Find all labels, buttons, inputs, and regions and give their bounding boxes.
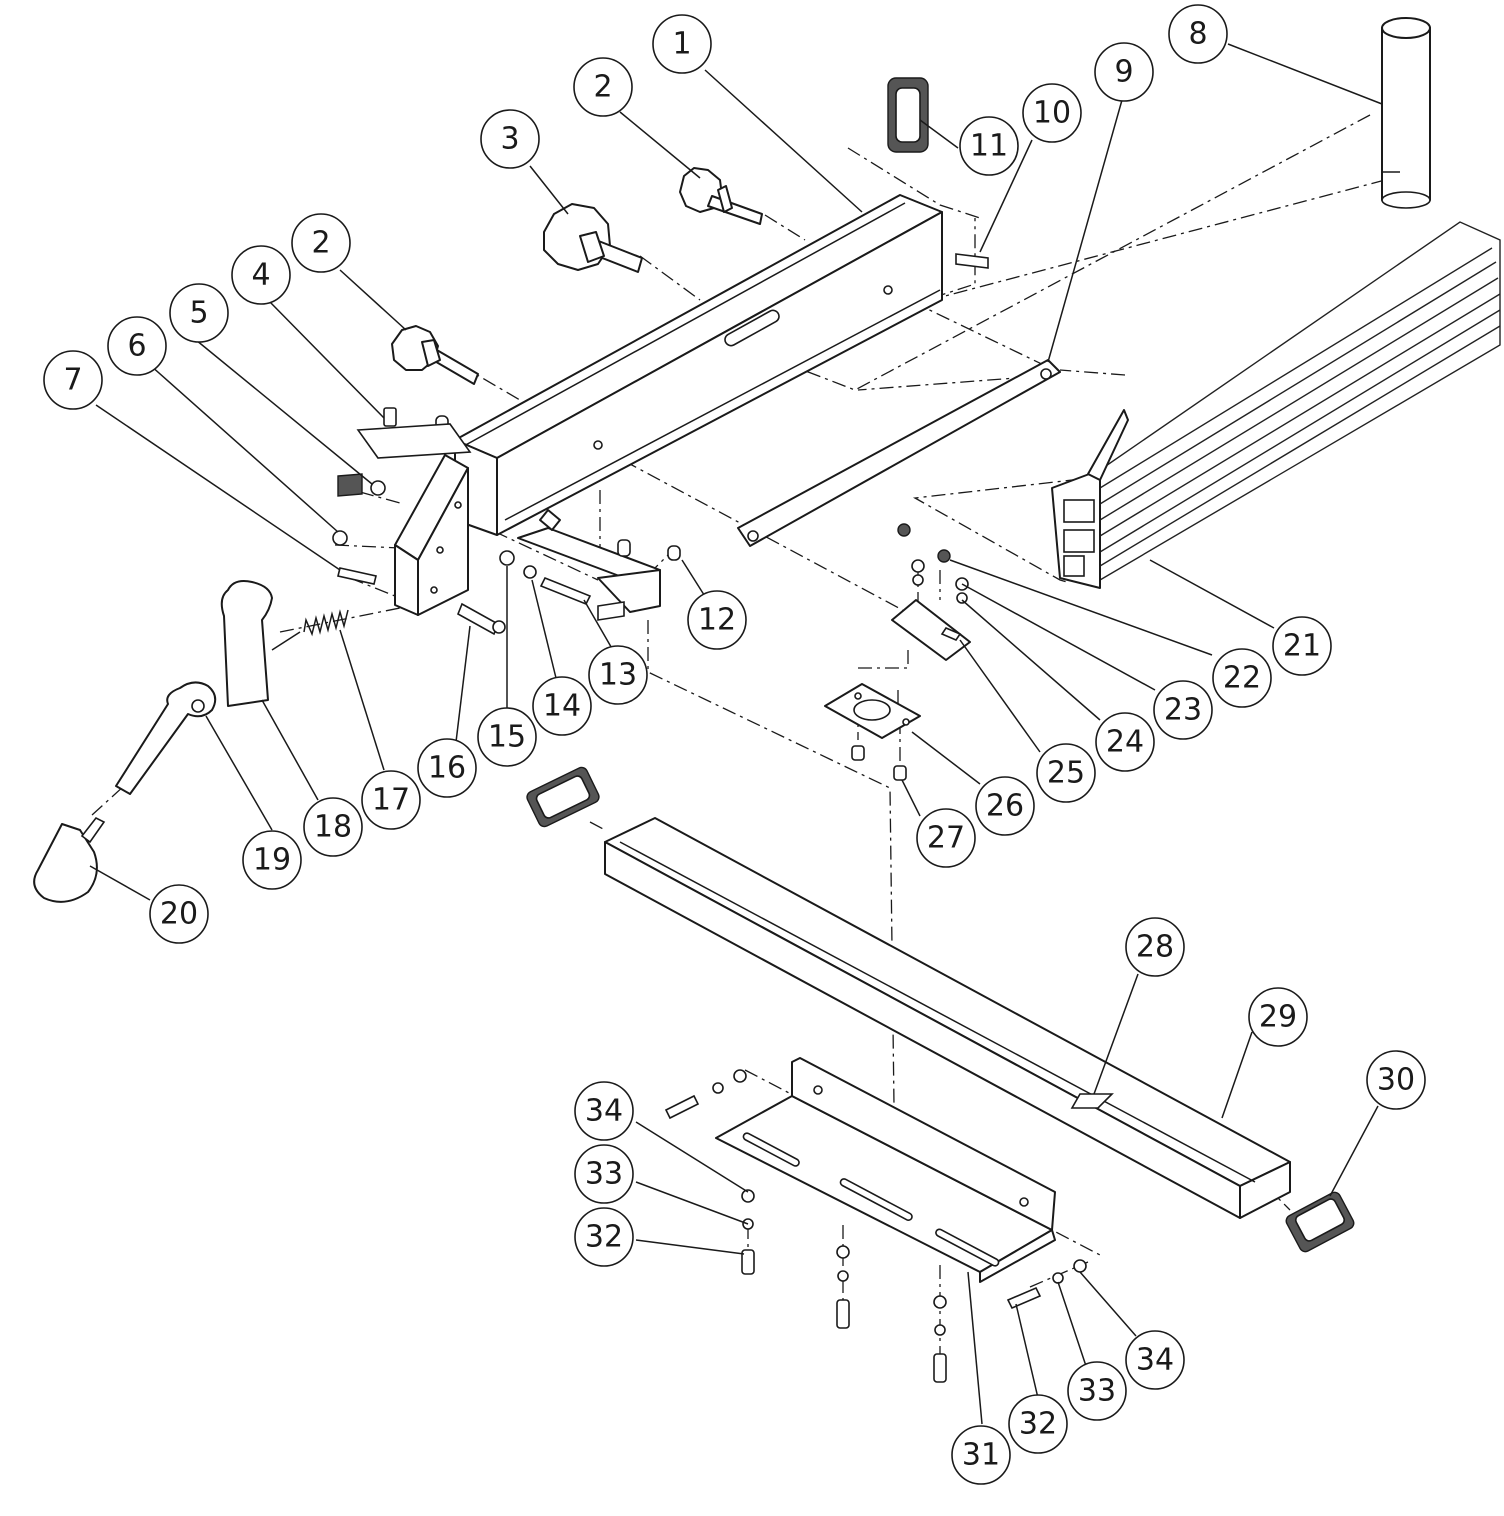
callout-25: 25 <box>1036 743 1096 803</box>
lower-rail-part-29 <box>604 817 1291 1219</box>
lock-knob-part-2-lower <box>391 325 479 385</box>
callout-13: 13 <box>588 645 648 705</box>
post-part-8 <box>1381 17 1431 209</box>
callout-30: 30 <box>1366 1050 1426 1110</box>
callout-label: 26 <box>986 789 1024 824</box>
callout-16: 16 <box>417 738 477 798</box>
callout-label: 20 <box>160 897 198 932</box>
end-cap-part-11 <box>887 77 929 153</box>
angle-bracket-part-31 <box>715 1057 1056 1283</box>
end-cap-near <box>526 766 600 828</box>
callout-label: 32 <box>585 1220 623 1255</box>
callout-label: 12 <box>698 603 736 638</box>
callout-label: 4 <box>251 258 270 293</box>
small-hardware-4-7 <box>332 407 472 585</box>
callout-label: 28 <box>1136 930 1174 965</box>
callout-label: 2 <box>593 70 612 105</box>
callout-label: 33 <box>1078 1374 1116 1409</box>
fence-body-part-1 <box>454 194 943 536</box>
callout-label: 3 <box>500 122 519 157</box>
callout-15: 15 <box>477 707 537 767</box>
callout-26: 26 <box>975 776 1035 836</box>
callout-8: 8 <box>1168 4 1228 64</box>
callout-18: 18 <box>303 797 363 857</box>
callout-label: 19 <box>253 843 291 878</box>
callout-28: 28 <box>1125 917 1185 977</box>
callout-6: 6 <box>107 316 167 376</box>
callout-label: 11 <box>970 129 1008 164</box>
callout-label: 33 <box>585 1157 623 1192</box>
callout-label: 10 <box>1033 96 1071 131</box>
callout-label: 30 <box>1377 1063 1415 1098</box>
handle-knob-part-20 <box>33 816 106 903</box>
callout-31: 31 <box>951 1425 1011 1485</box>
callout-5: 5 <box>169 283 229 343</box>
callout-20: 20 <box>149 884 209 944</box>
callout-2-lower: 2 <box>291 213 351 273</box>
callout-10: 10 <box>1022 83 1082 143</box>
rail-bar-part-9 <box>737 359 1061 547</box>
lever-part-19 <box>115 681 217 795</box>
lock-knob-part-3 <box>543 203 643 273</box>
callout-label: 16 <box>428 751 466 786</box>
callout-label: 17 <box>372 783 410 818</box>
callout-label: 27 <box>927 821 965 856</box>
callout-32-right: 32 <box>1008 1394 1068 1454</box>
part-10-pad <box>955 253 989 269</box>
callout-label: 24 <box>1106 725 1144 760</box>
callout-17: 17 <box>361 770 421 830</box>
callout-label: 31 <box>962 1438 1000 1473</box>
callout-2-upper: 2 <box>573 57 633 117</box>
callout-label: 6 <box>127 329 146 364</box>
callout-34-right: 34 <box>1125 1330 1185 1390</box>
callout-label: 13 <box>599 658 637 693</box>
mounting-bracket-parts-22-27 <box>824 523 971 781</box>
callout-22: 22 <box>1212 648 1272 708</box>
callout-27: 27 <box>916 808 976 868</box>
callout-label: 25 <box>1047 756 1085 791</box>
callout-label: 29 <box>1259 1000 1297 1035</box>
callout-label: 22 <box>1223 661 1261 696</box>
end-cap-part-30 <box>1285 1191 1355 1253</box>
lock-knob-part-2-upper <box>679 167 763 225</box>
fasteners-parts-32-34 <box>664 1069 1087 1383</box>
end-bracket <box>394 454 469 616</box>
callout-3: 3 <box>480 109 540 169</box>
callout-9: 9 <box>1094 42 1154 102</box>
callout-label: 14 <box>543 689 581 724</box>
callout-21: 21 <box>1272 616 1332 676</box>
callout-32-left: 32 <box>574 1207 634 1267</box>
callout-label: 9 <box>1114 55 1133 90</box>
callout-label: 5 <box>189 296 208 331</box>
callout-label: 2 <box>311 226 330 261</box>
callout-19: 19 <box>242 830 302 890</box>
callout-33-left: 33 <box>574 1144 634 1204</box>
callout-34-left: 34 <box>574 1081 634 1141</box>
callout-label: 32 <box>1019 1407 1057 1442</box>
callout-label: 23 <box>1164 693 1202 728</box>
callout-11: 11 <box>959 116 1019 176</box>
callout-23: 23 <box>1153 680 1213 740</box>
callout-label: 34 <box>1136 1343 1174 1378</box>
callout-1: 1 <box>652 14 712 74</box>
callout-24: 24 <box>1095 712 1155 772</box>
callout-label: 7 <box>63 363 82 398</box>
callout-4: 4 <box>231 245 291 305</box>
callout-33-right: 33 <box>1067 1361 1127 1421</box>
callout-12: 12 <box>687 590 747 650</box>
callout-label: 15 <box>488 720 526 755</box>
callout-label: 8 <box>1188 17 1207 52</box>
spring-part-17 <box>303 609 349 637</box>
callout-label: 1 <box>672 27 691 62</box>
callout-label: 18 <box>314 810 352 845</box>
clamp-handle-part-18 <box>220 580 301 707</box>
callout-label: 21 <box>1283 629 1321 664</box>
callout-leaders <box>89 43 1383 1425</box>
callout-7: 7 <box>43 350 103 410</box>
callout-label: 34 <box>585 1094 623 1129</box>
callout-29: 29 <box>1248 987 1308 1047</box>
callout-14: 14 <box>532 676 592 736</box>
extrusion-part-21 <box>1051 221 1501 589</box>
